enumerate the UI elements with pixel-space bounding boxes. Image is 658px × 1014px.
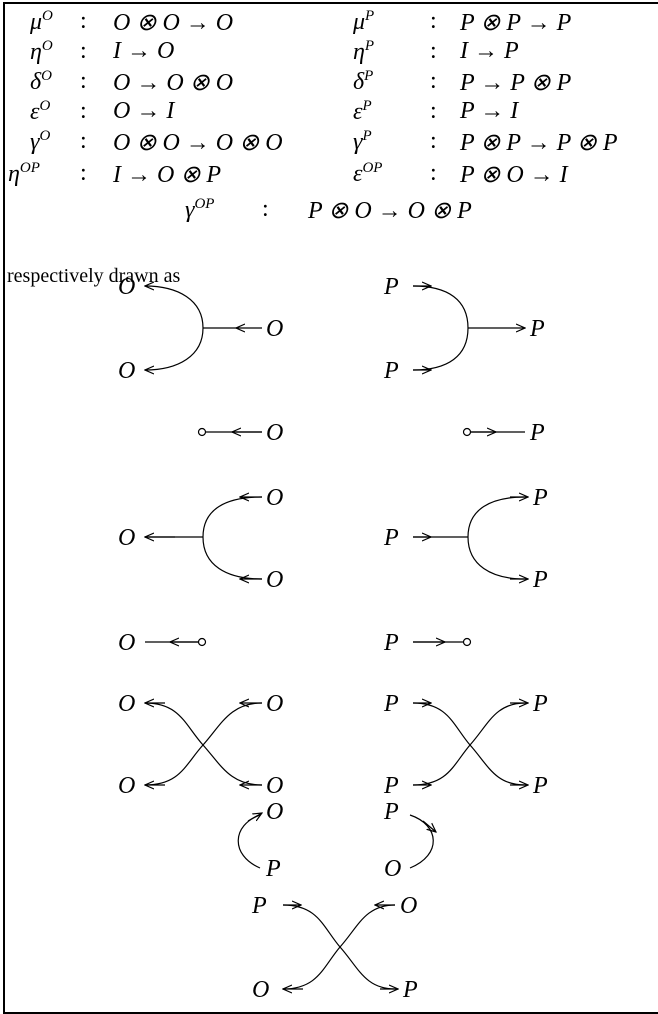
label-O: O: [266, 773, 283, 799]
label-P: P: [532, 567, 548, 593]
epsilon-P-diagram: [413, 639, 472, 646]
gamma-OP-diagram: [283, 905, 398, 989]
label-O: O: [266, 799, 283, 825]
eta-P-symbol: ηP: [353, 38, 375, 65]
delta-O-symbol: δO: [30, 68, 52, 95]
label-O: O: [118, 630, 135, 656]
label-O: O: [118, 274, 135, 300]
label-O: O: [118, 525, 135, 551]
colon: :: [80, 38, 87, 64]
label-O: O: [118, 358, 135, 384]
eta-P-signature: I → P: [460, 38, 519, 64]
label-P: P: [532, 485, 548, 511]
epsilon-OP-diagram: [409, 814, 436, 869]
gamma-O-symbol: γO: [30, 128, 51, 155]
eta-O-diagram: [197, 429, 262, 436]
label-P: P: [265, 856, 281, 882]
colon: :: [430, 8, 437, 34]
label-P: P: [529, 316, 545, 342]
delta-P-symbol: δP: [353, 68, 374, 95]
colon: :: [80, 68, 87, 94]
label-O: O: [266, 567, 283, 593]
label-P: P: [383, 274, 399, 300]
epsilon-O-signature: O → I: [113, 98, 175, 124]
label-O: O: [266, 485, 283, 511]
mu-P-diagram: [412, 286, 525, 370]
eta-OP-diagram: [237, 813, 262, 869]
delta-P-diagram: [413, 497, 528, 579]
label-P: P: [532, 773, 548, 799]
label-P: P: [383, 691, 399, 717]
colon: :: [430, 38, 437, 64]
colon: :: [262, 196, 269, 222]
mu-O-signature: O ⊗ O → O: [113, 10, 234, 36]
label-P: P: [383, 525, 399, 551]
label-P: P: [383, 773, 399, 799]
label-P: P: [383, 799, 399, 825]
epsilon-O-symbol: εO: [30, 98, 51, 125]
label-P: P: [402, 977, 418, 1003]
eta-P-diagram: [462, 429, 525, 436]
epsilon-O-diagram: [145, 639, 207, 646]
label-P: P: [529, 420, 545, 446]
eta-O-signature: I → O: [113, 38, 175, 64]
eta-O-symbol: ηO: [30, 38, 53, 65]
label-O: O: [118, 691, 135, 717]
gamma-P-diagram: [412, 703, 528, 785]
label-P: P: [532, 691, 548, 717]
gamma-P-symbol: γP: [353, 128, 372, 155]
mu-O-symbol: μO: [30, 8, 53, 35]
colon: :: [430, 98, 437, 124]
colon: :: [430, 128, 437, 154]
mu-O-diagram: [145, 286, 262, 370]
eta-OP-symbol: ηOP: [8, 160, 40, 187]
gamma-OP-signature: P ⊗ O → O ⊗ P: [308, 198, 472, 224]
colon: :: [430, 160, 437, 186]
epsilon-OP-symbol: εOP: [353, 160, 383, 187]
label-O: O: [266, 420, 283, 446]
colon: :: [80, 8, 87, 34]
mu-P-signature: P ⊗ P → P: [460, 10, 572, 36]
label-P: P: [251, 893, 267, 919]
gamma-O-diagram: [145, 703, 263, 785]
gamma-OP-symbol: γOP: [185, 196, 215, 223]
label-O: O: [266, 316, 283, 342]
gamma-O-signature: O ⊗ O → O ⊗ O: [113, 130, 283, 156]
caption-text: respectively drawn as: [7, 265, 181, 287]
label-O: O: [384, 856, 401, 882]
label-P: P: [383, 358, 399, 384]
delta-O-signature: O → O ⊗ O: [113, 70, 234, 96]
colon: :: [80, 160, 87, 186]
colon: :: [80, 98, 87, 124]
epsilon-P-signature: P → I: [460, 98, 519, 124]
label-O: O: [266, 691, 283, 717]
gamma-P-signature: P ⊗ P → P ⊗ P: [460, 130, 618, 156]
colon: :: [80, 128, 87, 154]
mu-P-symbol: μP: [353, 8, 375, 35]
epsilon-P-symbol: εP: [353, 98, 372, 125]
label-O: O: [118, 773, 135, 799]
colon: :: [430, 68, 437, 94]
delta-P-signature: P → P ⊗ P: [460, 70, 572, 96]
epsilon-OP-signature: P ⊗ O → I: [460, 162, 568, 188]
label-O: O: [252, 977, 269, 1003]
eta-OP-signature: I → O ⊗ P: [113, 162, 222, 188]
label-P: P: [383, 630, 399, 656]
delta-O-diagram: [145, 497, 263, 579]
label-O: O: [400, 893, 417, 919]
